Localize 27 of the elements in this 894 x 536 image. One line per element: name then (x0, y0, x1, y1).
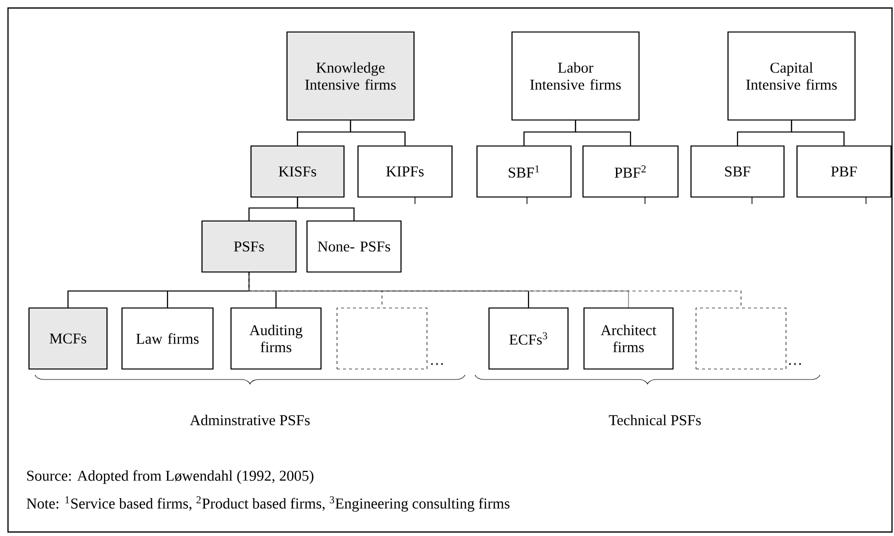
category-box: Architect firms (583, 307, 674, 370)
category-box: Knowledge Intensive firms (286, 31, 415, 121)
footnote: Note: $^{1}$Service based firms, $^{2}$Product based firms, $^{3}$Engineering consulting firms (26, 496, 510, 512)
category-box: SBF (690, 145, 785, 198)
category-box: ECFs$^{3}$ (488, 307, 569, 370)
category-box: KISFs (250, 145, 345, 198)
placeholder-box (696, 308, 786, 370)
category-box: Law firms (121, 307, 214, 370)
category-box: Auditing firms (230, 307, 322, 370)
category-box: Labor Intensive firms (511, 31, 640, 121)
category-box: None- PSFs (306, 220, 402, 273)
category-box: MCFs (28, 307, 108, 370)
category-box: PBF$^{2}$ (582, 145, 679, 198)
category-box: PBF (796, 145, 892, 198)
group-label: Technical PSFs (608, 414, 701, 426)
connector (790, 120, 845, 146)
placeholder-box (336, 308, 428, 370)
connector (296, 198, 355, 220)
group-label: Adminstrative PSFs (190, 414, 310, 426)
category-box: Capital Intensive firms (727, 31, 856, 121)
source-note: Source: Adopted from Løwendahl (1992, 2005) (27, 470, 314, 484)
category-box: SBF$^{1}$ (476, 145, 572, 198)
connector (248, 272, 742, 308)
connector (350, 120, 406, 146)
connector (574, 120, 632, 146)
category-box: PSFs (201, 220, 297, 273)
category-box: KIPFs (357, 145, 453, 198)
